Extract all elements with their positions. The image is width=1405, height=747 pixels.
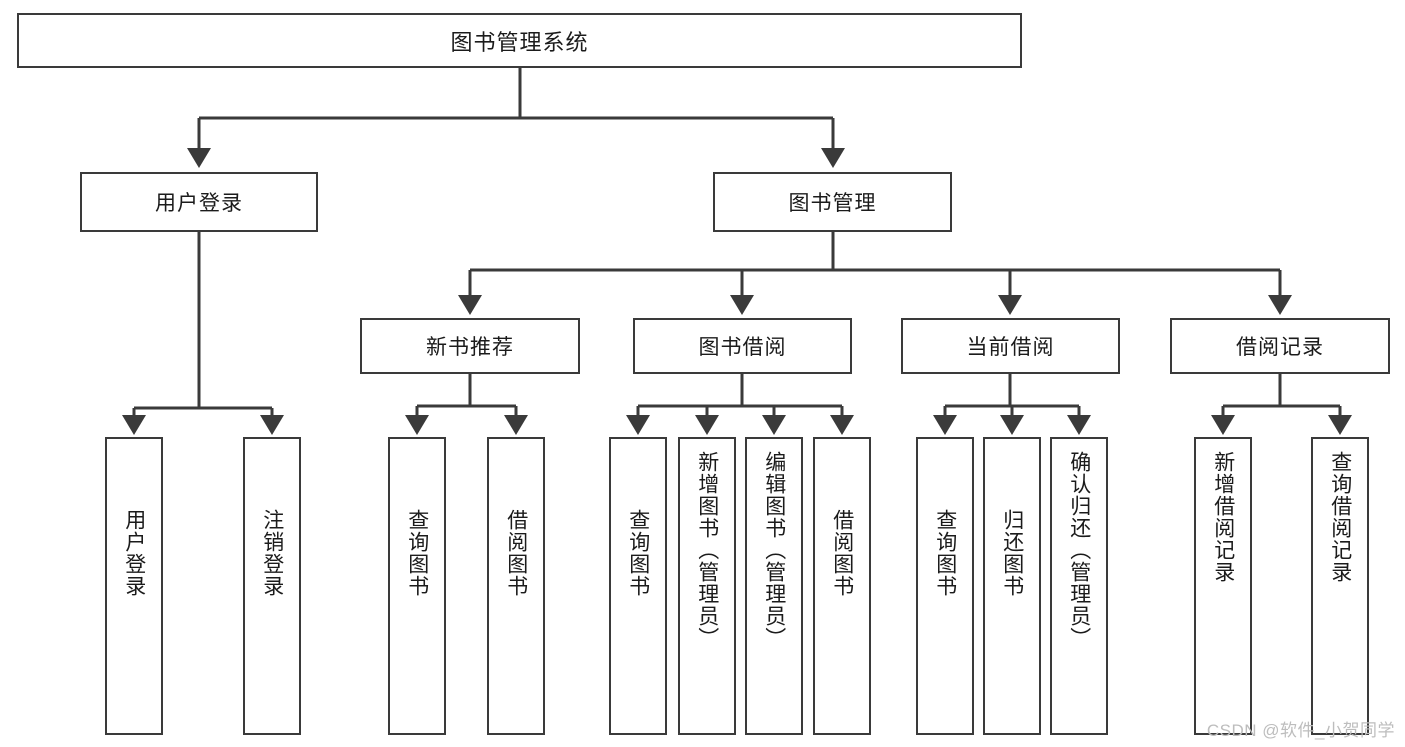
leaf-return-book[interactable]: 归还图书 — [983, 437, 1041, 735]
node-root-label: 图书管理系统 — [450, 29, 589, 55]
leaf-query-book-3[interactable]: 查询图书 — [916, 437, 974, 735]
leaf-borrow-book-1-label: 借阅图书 — [504, 509, 528, 597]
node-new-book-recommend[interactable]: 新书推荐 — [360, 318, 580, 374]
leaf-add-book[interactable]: 新增图书（管理员） — [678, 437, 736, 735]
node-user-login[interactable]: 用户登录 — [80, 172, 318, 232]
leaf-confirm-return[interactable]: 确认归还（管理员） — [1050, 437, 1108, 735]
node-current-borrow[interactable]: 当前借阅 — [901, 318, 1120, 374]
leaf-return-book-label: 归还图书 — [1000, 509, 1024, 597]
leaf-logout[interactable]: 注销登录 — [243, 437, 301, 735]
node-user-login-label: 用户登录 — [155, 192, 243, 215]
node-new-book-recommend-label: 新书推荐 — [426, 336, 514, 359]
node-borrow-record[interactable]: 借阅记录 — [1170, 318, 1390, 374]
leaf-add-record-label: 新增借阅记录 — [1211, 451, 1235, 583]
leaf-query-book-1-label: 查询图书 — [405, 509, 429, 597]
leaf-confirm-return-label: 确认归还（管理员） — [1067, 451, 1091, 649]
leaf-query-record-label: 查询借阅记录 — [1328, 451, 1352, 583]
node-current-borrow-label: 当前借阅 — [966, 336, 1055, 359]
leaf-borrow-book-2-label: 借阅图书 — [830, 509, 854, 597]
node-book-manage[interactable]: 图书管理 — [713, 172, 952, 232]
node-book-borrow[interactable]: 图书借阅 — [633, 318, 852, 374]
leaf-query-book-3-label: 查询图书 — [933, 509, 957, 597]
csdn-watermark: CSDN @软件_小贺同学 — [1206, 721, 1395, 740]
leaf-user-login-label: 用户登录 — [122, 509, 146, 597]
node-borrow-record-label: 借阅记录 — [1236, 336, 1324, 359]
node-book-borrow-label: 图书借阅 — [698, 336, 787, 359]
leaf-borrow-book-1[interactable]: 借阅图书 — [487, 437, 545, 735]
leaf-query-book-2-label: 查询图书 — [626, 509, 650, 597]
leaf-user-login[interactable]: 用户登录 — [105, 437, 163, 735]
leaf-add-book-label: 新增图书（管理员） — [695, 451, 719, 649]
leaf-query-record[interactable]: 查询借阅记录 — [1311, 437, 1369, 735]
leaf-edit-book-label: 编辑图书（管理员） — [762, 451, 786, 649]
leaf-edit-book[interactable]: 编辑图书（管理员） — [745, 437, 803, 735]
leaf-query-book-1[interactable]: 查询图书 — [388, 437, 446, 735]
leaf-add-record[interactable]: 新增借阅记录 — [1194, 437, 1252, 735]
node-book-manage-label: 图书管理 — [788, 192, 877, 215]
leaf-borrow-book-2[interactable]: 借阅图书 — [813, 437, 871, 735]
leaf-query-book-2[interactable]: 查询图书 — [609, 437, 667, 735]
leaf-logout-label: 注销登录 — [260, 509, 284, 597]
node-root[interactable]: 图书管理系统 — [17, 13, 1022, 68]
